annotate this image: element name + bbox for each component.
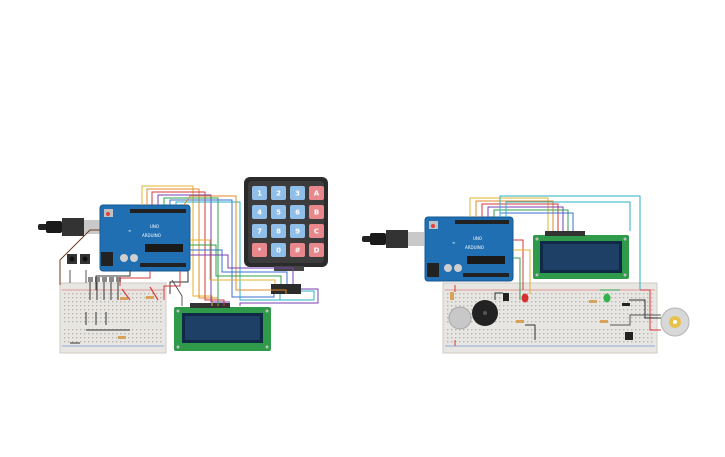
breadboard-right-components bbox=[448, 292, 690, 340]
keypad-key-label: 1 bbox=[257, 190, 262, 198]
keypad-key-label: B bbox=[314, 209, 319, 217]
keypad-key[interactable] bbox=[290, 243, 305, 257]
left-circuit[interactable]: UNO ARDUINO ∞ 1 2 3 A 4 5 6 B 7 8 9 C * 0 # D bbox=[38, 177, 328, 354]
wires-right bbox=[454, 195, 661, 346]
breadboard-left[interactable] bbox=[59, 282, 167, 354]
keypad-key[interactable] bbox=[252, 205, 267, 219]
keypad-key-label: 6 bbox=[295, 209, 300, 217]
keypad-key[interactable] bbox=[309, 186, 324, 200]
green-led bbox=[603, 293, 611, 303]
keypad-key[interactable] bbox=[290, 205, 305, 219]
dc-motor bbox=[660, 307, 690, 337]
red-led bbox=[521, 293, 529, 303]
arduino-infinity-logo: ∞ bbox=[128, 228, 131, 233]
breadboard-left-components bbox=[67, 254, 159, 344]
keypad-key-label: 9 bbox=[295, 228, 300, 236]
keypad-key-label: 5 bbox=[276, 209, 281, 217]
keypad-key[interactable] bbox=[290, 186, 305, 200]
keypad-key[interactable] bbox=[309, 224, 324, 238]
keypad-key-label: 2 bbox=[276, 190, 281, 198]
sensor-component bbox=[448, 306, 472, 330]
keypad-key-label: 7 bbox=[257, 228, 262, 236]
arduino-uno-left[interactable]: UNO ARDUINO ∞ bbox=[99, 204, 191, 272]
lcd-display-right[interactable] bbox=[533, 231, 629, 279]
keypad-key-label: 0 bbox=[276, 247, 281, 255]
board-brand-label: ARDUINO bbox=[465, 245, 484, 250]
keypad-4x4[interactable]: 1 2 3 A 4 5 6 B 7 8 9 C * 0 # D bbox=[244, 177, 328, 271]
arduino-infinity-logo: ∞ bbox=[452, 240, 455, 245]
keypad-key[interactable] bbox=[252, 243, 267, 257]
wires-left bbox=[59, 185, 319, 306]
right-circuit[interactable]: UNO ARDUINO ∞ bbox=[362, 195, 690, 354]
keypad-key[interactable] bbox=[252, 186, 267, 200]
board-brand-label: ARDUINO bbox=[142, 233, 161, 238]
keypad-key[interactable] bbox=[271, 224, 286, 238]
keypad-key-label: 3 bbox=[295, 190, 300, 198]
keypad-key[interactable] bbox=[252, 224, 267, 238]
usb-cable-left bbox=[38, 218, 100, 236]
keypad-key[interactable] bbox=[309, 205, 324, 219]
keypad-key-label: C bbox=[314, 228, 319, 236]
keypad-header-connector bbox=[271, 284, 301, 294]
keypad-key[interactable] bbox=[309, 243, 324, 257]
keypad-key-label: 8 bbox=[276, 228, 281, 236]
arduino-uno-right[interactable]: UNO ARDUINO ∞ bbox=[424, 216, 514, 282]
keypad-key[interactable] bbox=[290, 224, 305, 238]
lcd-display-left[interactable] bbox=[174, 303, 271, 351]
keypad-key-label: # bbox=[295, 247, 301, 255]
breadboard-holes bbox=[447, 293, 653, 343]
keypad-key-label: * bbox=[258, 247, 262, 255]
keypad-keys[interactable]: 1 2 3 A 4 5 6 B 7 8 9 C * 0 # D bbox=[252, 186, 324, 257]
board-model-label: UNO bbox=[473, 236, 482, 241]
keypad-key[interactable] bbox=[271, 205, 286, 219]
board-model-label: UNO bbox=[150, 224, 159, 229]
keypad-key-label: 4 bbox=[257, 209, 262, 217]
keypad-key[interactable] bbox=[271, 243, 286, 257]
keypad-key-label: A bbox=[314, 190, 320, 198]
keypad-key[interactable] bbox=[271, 186, 286, 200]
keypad-key-label: D bbox=[314, 247, 320, 255]
usb-cable-right bbox=[362, 230, 424, 248]
